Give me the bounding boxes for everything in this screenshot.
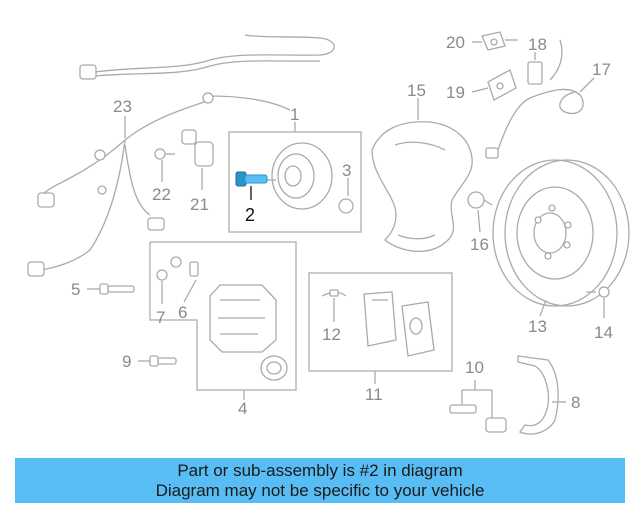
part-14-screw [586, 286, 610, 298]
group-box-4 [149, 241, 297, 391]
label-20: 20 [446, 33, 465, 52]
part-5-bolt [99, 283, 135, 295]
part-3-hub-bolt [338, 198, 354, 214]
part-21-sensor [181, 129, 214, 167]
caption-bar: Part or sub-assembly is #2 in diagram Di… [15, 458, 625, 503]
part-1-wheel-hub [262, 142, 333, 210]
label-9: 9 [122, 352, 131, 371]
caption-line-2: Diagram may not be specific to your vehi… [155, 480, 485, 500]
label-13: 13 [528, 317, 547, 336]
label-6: 6 [178, 303, 187, 322]
part-2-highlighted-bolt[interactable] [235, 171, 268, 187]
part-11-brake-pads [363, 291, 435, 357]
label-23: 23 [113, 97, 132, 116]
caption-line-1: Part or sub-assembly is #2 in diagram [177, 460, 463, 480]
label-4: 4 [238, 399, 247, 418]
label-5: 5 [71, 280, 80, 299]
part-8-caliper-bracket [517, 355, 559, 435]
label-10: 10 [465, 358, 484, 377]
label-12: 12 [322, 325, 341, 344]
wiring-harness [27, 34, 335, 277]
part-18-clip [527, 61, 543, 85]
part-17-sensor-wire [485, 39, 584, 159]
label-18: 18 [528, 35, 547, 54]
part-10-guide-pins [449, 404, 507, 433]
part-13-brake-rotor [492, 159, 630, 307]
label-14: 14 [594, 323, 613, 342]
part-19-bracket [487, 69, 517, 101]
label-11: 11 [365, 385, 383, 404]
part-12-wear-sensor [321, 289, 347, 297]
label-16: 16 [470, 235, 489, 254]
part-22-bolt [154, 148, 175, 160]
part-6-bleeder-screw [189, 261, 199, 277]
label-21: 21 [190, 195, 209, 214]
label-2: 2 [245, 205, 255, 225]
part-4-brake-caliper [209, 284, 288, 381]
label-19: 19 [446, 83, 465, 102]
label-17: 17 [592, 60, 611, 79]
label-22: 22 [152, 185, 171, 204]
part-7-bleeder-cap [156, 269, 168, 281]
part-20-bracket [481, 31, 518, 51]
part-16-bolt [467, 191, 493, 209]
group-box-11 [308, 272, 453, 372]
label-3: 3 [342, 161, 351, 180]
part-cap-top [170, 256, 182, 268]
part-15-splash-shield [371, 121, 473, 253]
label-8: 8 [571, 393, 580, 412]
part-9-bolt [149, 355, 177, 367]
leader-lines [87, 41, 605, 418]
label-15: 15 [407, 81, 426, 100]
label-7: 7 [156, 308, 165, 327]
label-1: 1 [290, 105, 299, 124]
